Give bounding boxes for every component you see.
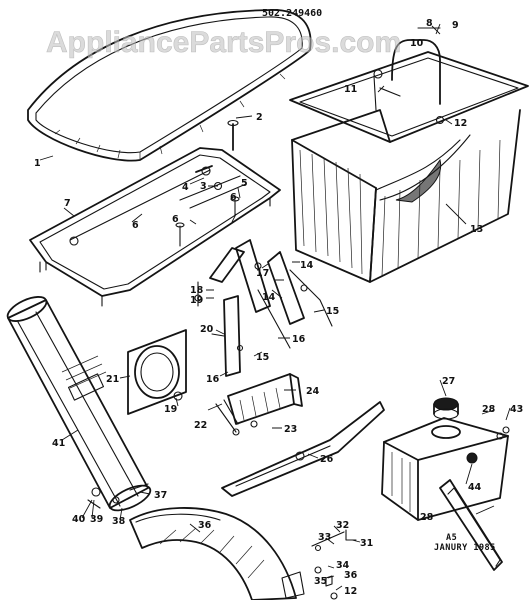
tube-hardware (87, 483, 149, 509)
callout-43: 43 (510, 404, 523, 415)
callout-14-b: 14 (262, 292, 276, 303)
callout-12-a: 12 (454, 118, 467, 129)
callout-6-a: 6 (230, 192, 237, 203)
callout-34: 34 (336, 560, 350, 571)
callout-16-b: 16 (206, 374, 220, 385)
part-41-discharge-tube (6, 296, 152, 512)
part-26-blade (221, 401, 385, 497)
callout-22: 22 (194, 420, 207, 431)
frame-hardware (175, 119, 240, 247)
callout-23: 23 (284, 424, 297, 435)
callout-10: 10 (410, 38, 424, 49)
callout-28-a: 28 (482, 404, 496, 415)
callout-26: 26 (320, 454, 334, 465)
callout-4: 4 (182, 182, 189, 193)
callout-7: 7 (64, 198, 71, 209)
leader-lines (39, 23, 511, 591)
callout-13: 13 (470, 224, 483, 235)
callout-3: 3 (200, 181, 207, 192)
callout-31: 31 (360, 538, 373, 549)
callout-41: 41 (52, 438, 65, 449)
callout-39: 39 (90, 514, 103, 525)
callout-27: 27 (442, 376, 455, 387)
part-28-handle (439, 479, 503, 571)
callout-18: 18 (190, 285, 204, 296)
watermark-text: AppliancePartsPros.com (46, 26, 401, 59)
callout-16-a: 16 (292, 334, 306, 345)
callout-36-a: 36 (198, 520, 212, 531)
part-21-adapter-plate (127, 329, 187, 415)
callout-40: 40 (72, 514, 86, 525)
callout-9: 9 (452, 20, 459, 31)
callout-6-b: 6 (132, 220, 139, 231)
callout-19-a: 19 (190, 295, 203, 306)
callout-14-a: 14 (300, 260, 314, 271)
callout-32: 32 (336, 520, 349, 531)
callout-11: 11 (344, 84, 357, 95)
callout-35: 35 (314, 576, 327, 587)
part-36-elbow-chute (129, 507, 305, 600)
callout-33: 33 (318, 532, 331, 543)
callout-37: 37 (154, 490, 167, 501)
corner-note-line-1: A5 (446, 533, 457, 543)
callout-labels: 1 2 3 4 5 6 6 6 7 8 9 10 11 12 13 14 14 … (34, 18, 523, 597)
callout-19-b: 19 (164, 404, 177, 415)
callout-15-b: 15 (256, 352, 269, 363)
callout-2: 2 (256, 112, 263, 123)
mount-brackets (194, 239, 333, 377)
callout-28-b: 28 (420, 512, 434, 523)
part-1-bag-cover (27, 9, 312, 162)
part-7-frame (29, 147, 281, 307)
callout-17: 17 (256, 268, 269, 279)
callout-24: 24 (306, 386, 320, 397)
callout-5: 5 (241, 178, 248, 189)
callout-15-a: 15 (326, 306, 339, 317)
callout-8: 8 (426, 18, 433, 29)
callout-1: 1 (34, 158, 41, 169)
callout-21: 21 (106, 374, 119, 385)
corner-note-line-2: JANURY 1985 (434, 543, 496, 553)
callout-20: 20 (200, 324, 214, 335)
part-24-deflector (215, 373, 303, 436)
callout-44: 44 (468, 482, 482, 493)
callout-12-b: 12 (344, 586, 357, 597)
part-13-grass-bag (289, 27, 529, 283)
callout-38: 38 (112, 516, 126, 527)
callout-6-c: 6 (172, 214, 179, 225)
callout-36-b: 36 (344, 570, 358, 581)
part-28-catcher-box (381, 397, 510, 521)
